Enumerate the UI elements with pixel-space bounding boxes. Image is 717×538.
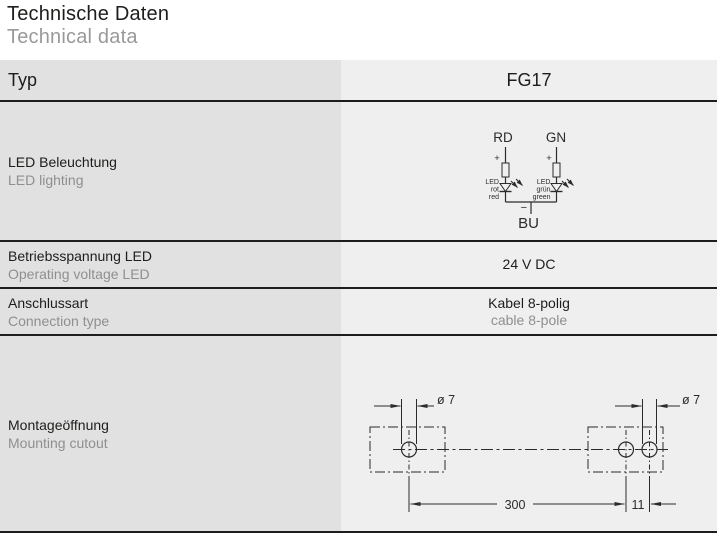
diameter-value: ø 7 xyxy=(682,393,700,407)
led-lighting-label-de: LED Beleuchtung xyxy=(8,154,117,170)
mounting-hole xyxy=(400,441,418,458)
connection-value-cell: Kabel 8-polig cable 8-pole xyxy=(341,289,717,334)
mounting-hole xyxy=(641,441,658,458)
green-led-branch xyxy=(550,147,574,202)
led-circuit-diagram: RD GN + + xyxy=(485,130,574,232)
right-diameter-dimension: ø 7 xyxy=(615,393,700,444)
led-lighting-label-cell: LED Beleuchtung LED lighting xyxy=(0,102,341,240)
light-emission-arrow xyxy=(561,180,569,188)
green-led-caption: LED grün green xyxy=(533,179,551,201)
mounting-label-cell: Montageöffnung Mounting cutout xyxy=(0,336,341,531)
light-emission-arrow xyxy=(515,178,523,186)
minus-sign: − xyxy=(521,202,527,214)
connection-label-en: Connection type xyxy=(8,312,110,329)
mounting-cutout-drawing: ø 7 ø 7 xyxy=(369,393,700,512)
plus-sign-right: + xyxy=(546,153,552,164)
mounting-label-en: Mounting cutout xyxy=(8,434,108,451)
svg-text:LED: LED xyxy=(537,179,551,186)
terminal-rd-label: RD xyxy=(493,130,513,145)
hole-spacing-dimension: 300 xyxy=(410,498,625,512)
type-label: Typ xyxy=(8,69,38,90)
technical-data-table: Typ FG17 LED Beleuchtung LED lighting xyxy=(0,60,717,533)
spacing-value: 300 xyxy=(505,498,526,512)
header-type-cell: Typ xyxy=(0,60,341,100)
light-emission-arrow xyxy=(566,178,574,186)
row-mounting-cutout: Montageöffnung Mounting cutout xyxy=(0,336,717,533)
voltage-value: 24 V DC xyxy=(502,256,556,272)
page-title-german: Technische Daten xyxy=(7,3,170,25)
connection-value-de: Kabel 8-polig xyxy=(488,294,570,311)
connection-value-en: cable 8-pole xyxy=(490,311,568,328)
svg-text:grün: grün xyxy=(536,187,550,194)
mounting-value-cell: ø 7 ø 7 xyxy=(341,336,717,531)
model-name: FG17 xyxy=(506,69,552,90)
svg-text:rot: rot xyxy=(491,187,499,194)
plus-sign-left: + xyxy=(494,153,500,164)
led-lighting-label-en: LED lighting xyxy=(8,172,84,188)
resistor-symbol xyxy=(501,162,510,178)
led-lighting-value-cell: RD GN + + xyxy=(341,102,717,240)
connection-label-de: Anschlussart xyxy=(8,294,89,311)
resistor-symbol xyxy=(552,162,561,178)
page-title: Technische Daten Technical data xyxy=(7,3,169,49)
table-header-row: Typ FG17 xyxy=(0,60,717,102)
row-connection-type: Anschlussart Connection type Kabel 8-pol… xyxy=(0,289,717,336)
diameter-value: ø 7 xyxy=(437,393,455,407)
offset-value: 11 xyxy=(632,498,645,512)
mounting-hole xyxy=(617,441,635,458)
mounting-label-de: Montageöffnung xyxy=(8,416,109,433)
row-led-lighting: LED Beleuchtung LED lighting RD GN + + xyxy=(0,102,717,242)
common-return-wire xyxy=(505,201,557,214)
row-operating-voltage: Betriebsspannung LED Operating voltage L… xyxy=(0,242,717,289)
terminal-bu-label: BU xyxy=(518,215,539,232)
svg-text:red: red xyxy=(489,194,499,201)
light-emission-arrow xyxy=(510,180,518,188)
header-model-cell: FG17 xyxy=(341,60,717,100)
diode-symbol xyxy=(499,183,512,193)
voltage-label-de: Betriebsspannung LED xyxy=(8,247,152,264)
diode-symbol xyxy=(550,183,563,193)
connection-label-cell: Anschlussart Connection type xyxy=(0,289,341,334)
left-cutout-outline xyxy=(369,426,446,473)
red-led-branch xyxy=(499,147,523,202)
terminal-gn-label: GN xyxy=(546,130,566,145)
voltage-label-cell: Betriebsspannung LED Operating voltage L… xyxy=(0,242,341,287)
left-diameter-dimension: ø 7 xyxy=(374,393,455,444)
voltage-label-en: Operating voltage LED xyxy=(8,265,150,282)
voltage-value-cell: 24 V DC xyxy=(341,242,717,287)
hole-offset-dimension: 11 xyxy=(632,498,676,512)
red-led-caption: LED rot red xyxy=(485,179,499,201)
svg-text:green: green xyxy=(533,194,551,201)
svg-text:LED: LED xyxy=(485,179,499,186)
page-title-english: Technical data xyxy=(7,26,138,48)
